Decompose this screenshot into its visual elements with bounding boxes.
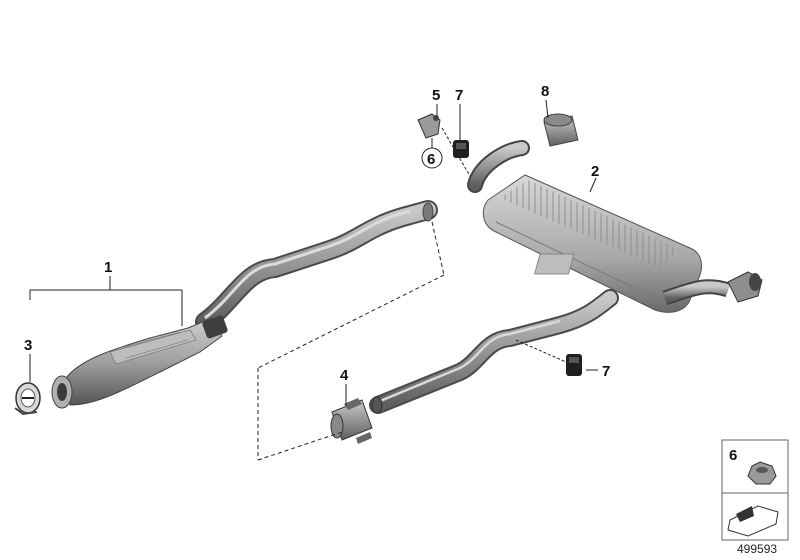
rubber-mount-top [453,140,469,158]
callout-7-top: 7 [455,87,463,104]
tailpipe-trim [543,113,579,147]
legend-part-number: 6 [729,447,737,464]
callout-2: 2 [591,163,599,180]
rear-muffler [467,140,763,313]
callout-4: 4 [340,367,349,384]
document-number: 499593 [737,542,777,556]
hex-nut-icon [747,461,777,485]
connection-outline [257,221,445,461]
orientation-arrow-icon [727,505,779,537]
callout-5: 5 [432,87,440,104]
callout-1: 1 [104,259,112,276]
callout-7-bottom: 7 [602,363,610,380]
leader-lines [29,99,598,406]
hanger-bracket [417,113,441,139]
callout-8: 8 [541,83,549,100]
intermediate-pipe [369,289,619,414]
catalytic-converter [51,315,228,409]
rubber-mount-bottom [566,354,582,376]
callout-6: 6 [427,151,435,168]
legend-box: 6 [721,439,789,541]
pipe-clamp [330,398,373,444]
callout-6-circle [421,147,443,169]
gasket-ring [14,382,41,416]
center-pipe [195,200,438,332]
callout-3: 3 [24,337,32,354]
